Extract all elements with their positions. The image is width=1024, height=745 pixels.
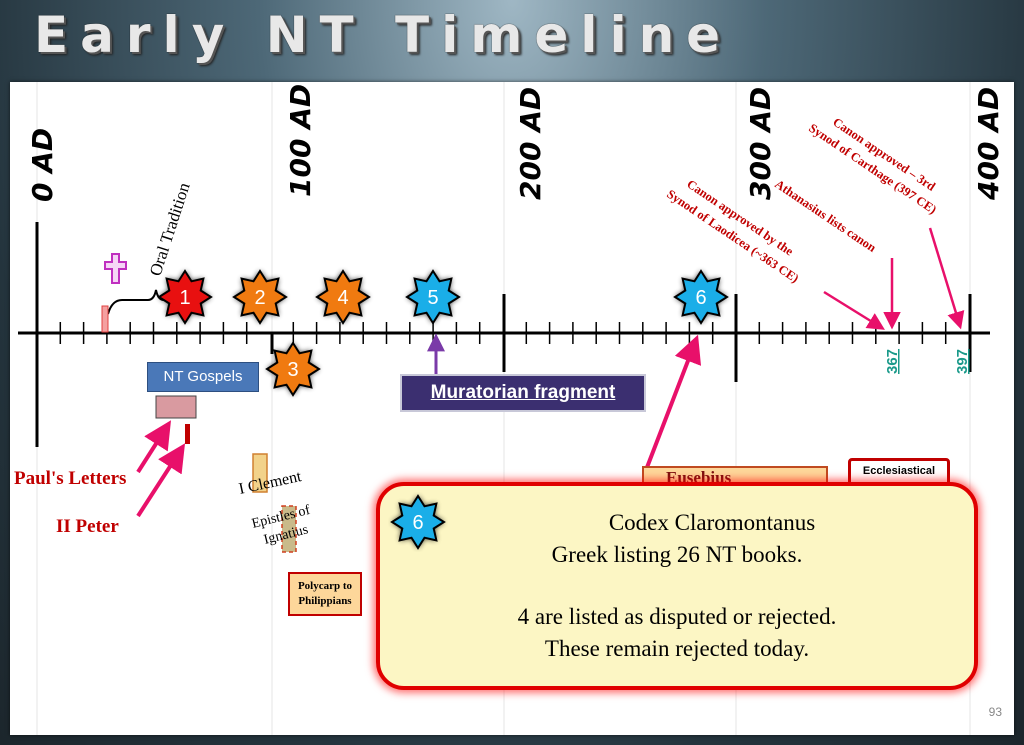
callout-line4: These remain rejected today. (544, 636, 810, 661)
star-1-label: 1 (179, 287, 190, 309)
page-number: 93 (988, 705, 1002, 719)
star-5-label: 5 (427, 287, 438, 309)
polycarp-label-line1: Polycarp to (297, 580, 353, 592)
codex-claromontanus-callout: 6 Codex Claromontanus Greek listing 26 N… (376, 482, 978, 690)
year-367-label: 367 (884, 349, 901, 374)
muratorian-fragment-link[interactable]: Muratorian fragment (400, 374, 646, 412)
polycarp-label-line2: Philippians (298, 595, 352, 607)
slide-title: Early NT Timeline (34, 6, 733, 64)
star-1: 1 (157, 269, 213, 325)
callout-line2: Greek listing 26 NT books. (551, 542, 803, 567)
star-3: 3 (265, 341, 321, 397)
century-markers (35, 222, 972, 447)
star-6: 6 (673, 269, 729, 325)
ii-peter-label: II Peter (56, 516, 119, 537)
laodicea-arrow (823, 290, 885, 330)
ii-peter-bar (185, 424, 190, 444)
timeline-board: 0 AD 100 AD 200 AD 300 AD 400 AD Oral Tr… (10, 82, 1014, 735)
claromontanus-arrow (644, 334, 702, 471)
star-4: 4 (315, 269, 371, 325)
callout-line1: Codex Claromontanus (608, 510, 816, 535)
axis-ticks (59, 322, 947, 344)
callout-badge-label: 6 (412, 512, 423, 534)
pauls-letters-bar (155, 395, 197, 419)
timeline-diagram: 0 AD 100 AD 200 AD 300 AD 400 AD Oral Tr… (14, 82, 1005, 735)
cross-icon (104, 253, 127, 284)
pauls-letters-label: Paul's Letters (14, 468, 126, 489)
axis-label-400ad: 400 AD (972, 87, 1005, 201)
polycarp-box: Polycarp to Philippians (288, 572, 362, 616)
star-3-label: 3 (287, 359, 298, 381)
jesus-marker (101, 305, 109, 333)
carthage-arrow (928, 227, 965, 330)
star-4-label: 4 (337, 287, 348, 309)
ii-peter-arrow (136, 443, 186, 518)
nt-gospels-box: NT Gospels (147, 362, 259, 392)
year-397-label: 397 (954, 349, 971, 374)
pauls-letters-arrow (136, 420, 172, 474)
oral-tradition-brace (107, 289, 168, 315)
ignatius-bar (281, 505, 297, 553)
callout-star-6-icon: 6 (390, 494, 446, 550)
axis-label-200ad: 200 AD (514, 87, 547, 200)
star-5: 5 (405, 269, 461, 325)
i-clement-label: I Clement (237, 468, 303, 498)
star-2: 2 (232, 269, 288, 325)
star-2-label: 2 (254, 287, 265, 309)
axis-label-0ad: 0 AD (26, 128, 59, 202)
star-6-label: 6 (695, 287, 706, 309)
axis-label-100ad: 100 AD (284, 84, 317, 197)
axis-label-300ad: 300 AD (744, 87, 777, 200)
oral-tradition-label: Oral Tradition (146, 180, 194, 278)
i-clement-bar (252, 453, 268, 493)
callout-line3: 4 are listed as disputed or rejected. (517, 604, 837, 629)
